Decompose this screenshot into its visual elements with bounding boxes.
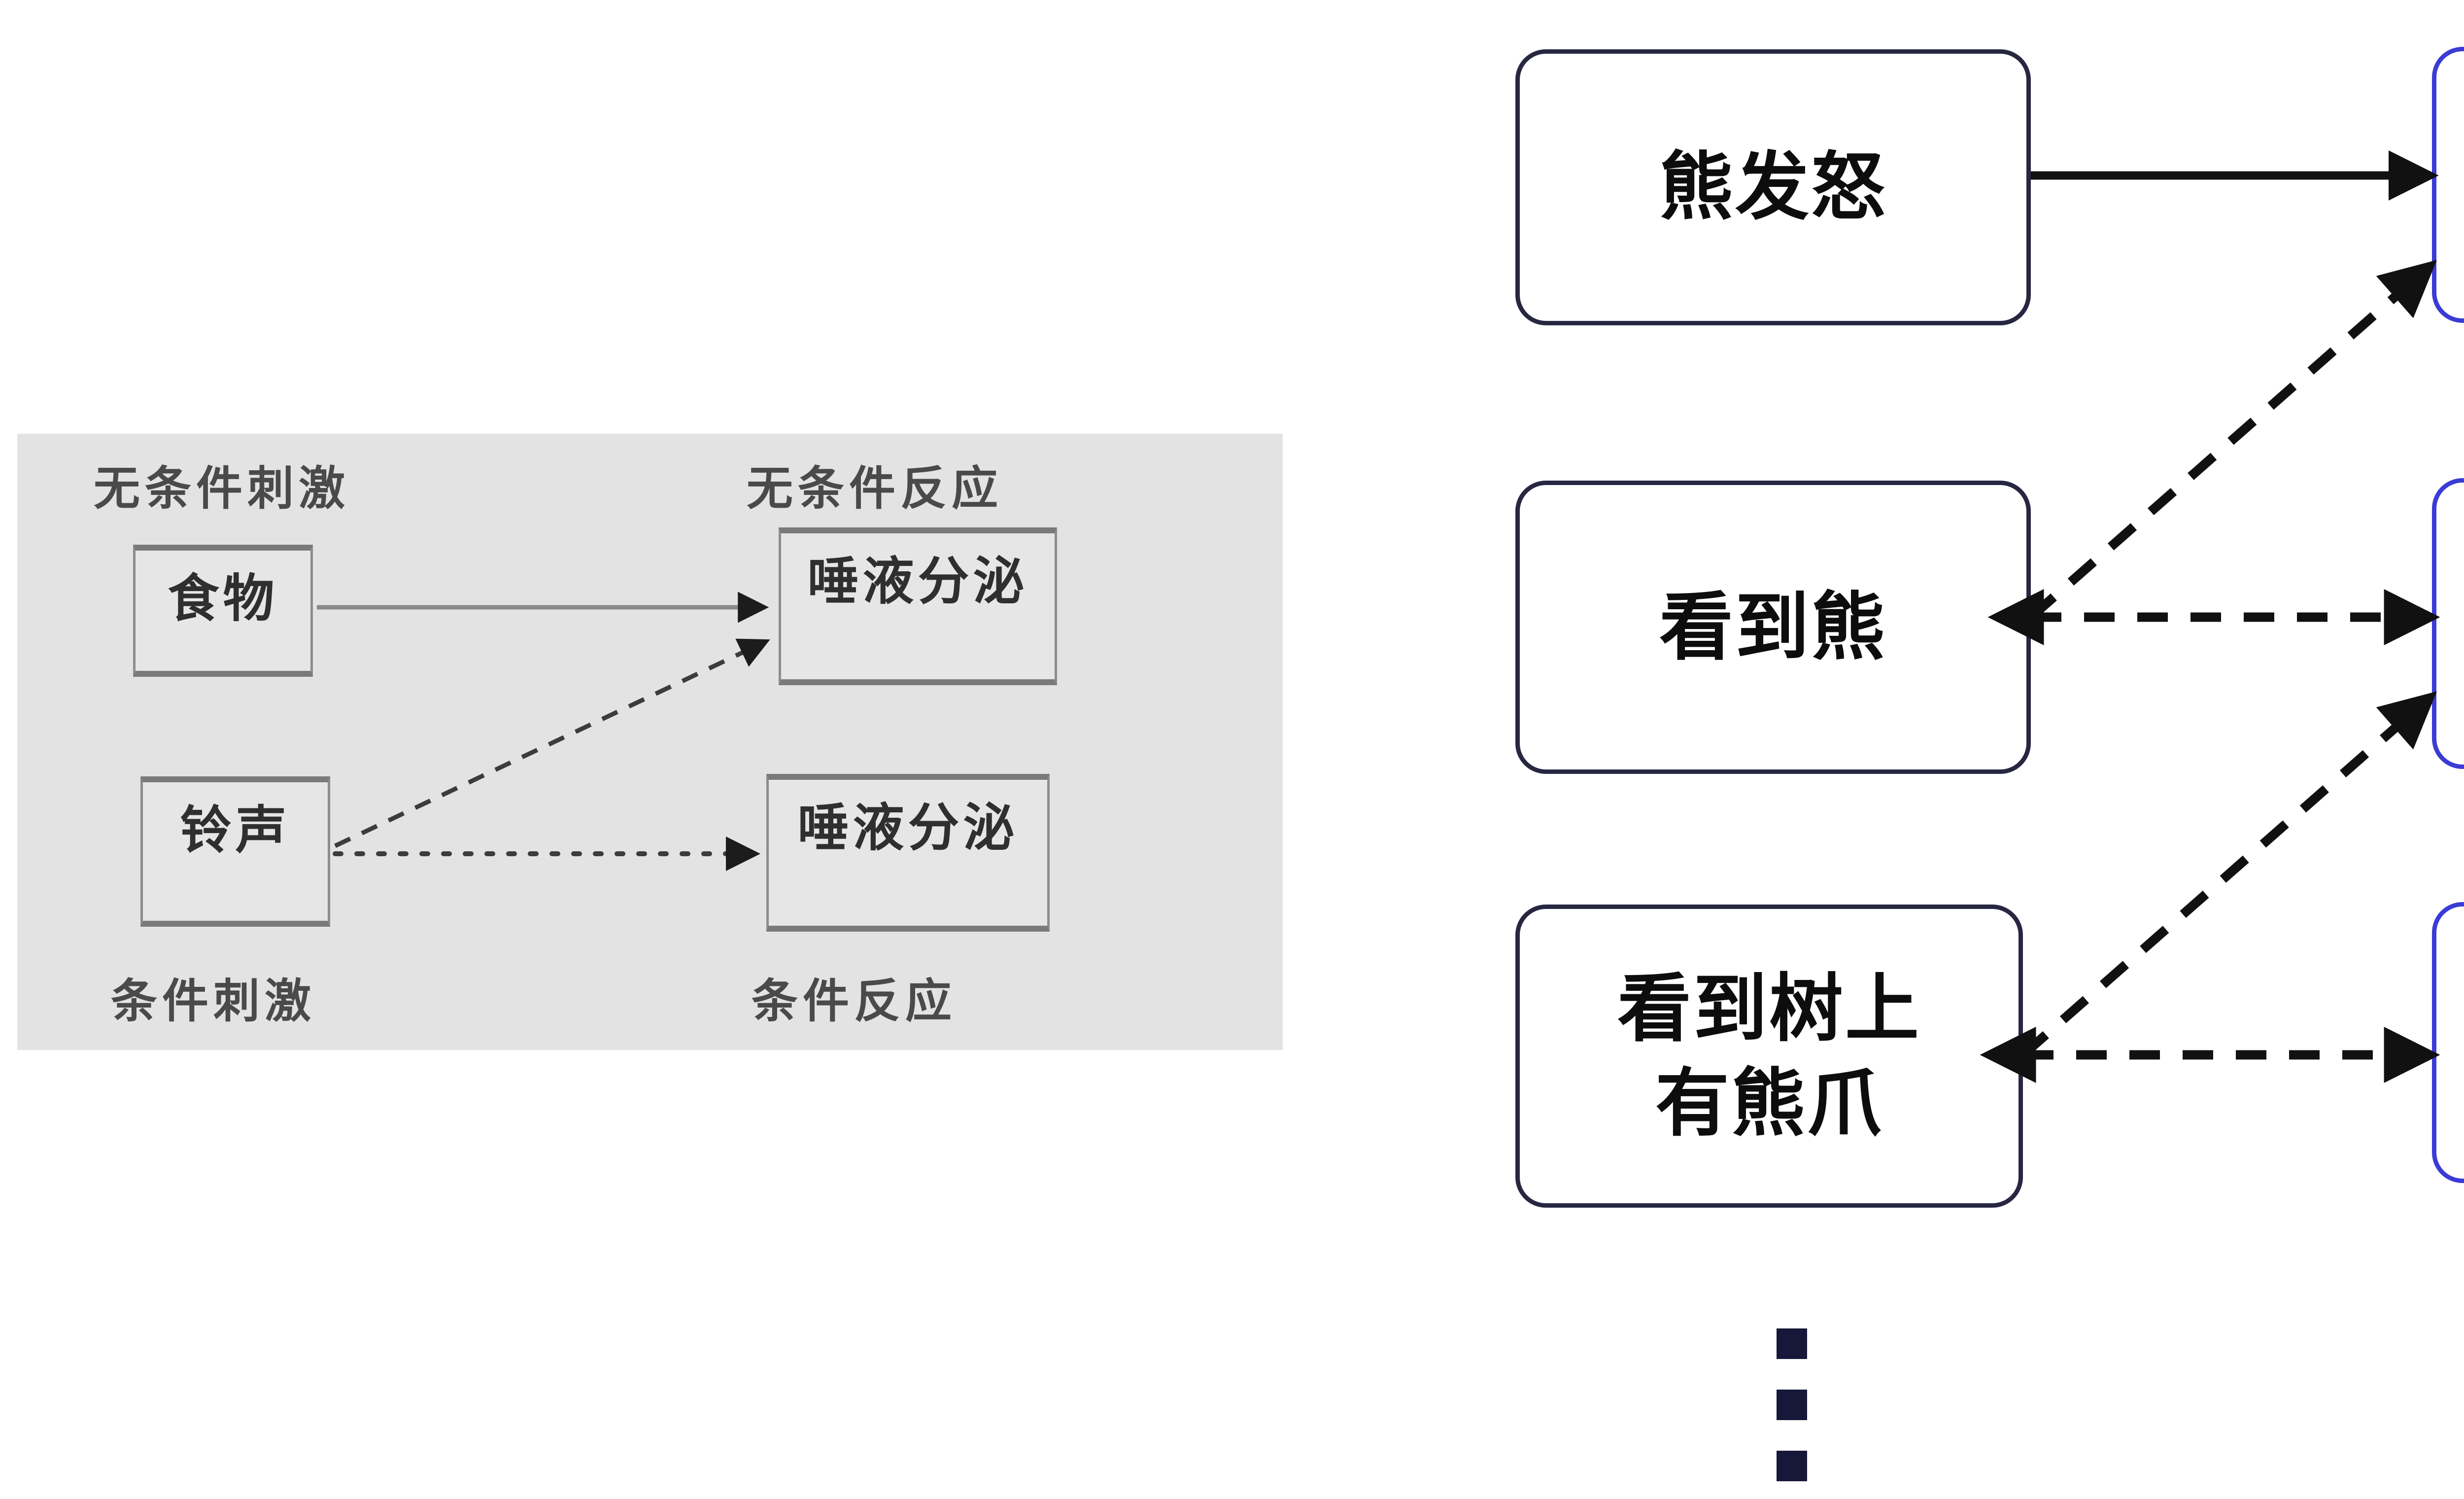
ellipsis-dot xyxy=(1777,1328,1807,1359)
cc-box-salivation-bottom: 唾液分泌 xyxy=(766,774,1050,932)
edge-see-bear-claw-to-value-s-prime xyxy=(2019,691,2437,1059)
rl-node-bear-angry[interactable]: 熊发怒 xyxy=(1515,49,2031,325)
label-unconditioned-stimulus: 无条件刺激 xyxy=(94,462,350,516)
classical-panel-arrows xyxy=(317,592,770,871)
rl-node-reward[interactable]: 奖励 xyxy=(2432,47,2464,323)
cc-arrow-bell-to-salivation-top xyxy=(334,638,770,848)
rl-node-see-bear-claw[interactable]: 看到树上 有熊爪 xyxy=(1515,905,2023,1208)
cc-box-food: 食物 xyxy=(133,545,313,677)
rl-node-see-bear-claw-label: 看到树上 有熊爪 xyxy=(1617,962,1921,1151)
ellipsis-dot xyxy=(1777,1451,1807,1481)
rl-node-value-s-prime[interactable]: V(s′) xyxy=(2432,478,2464,769)
cc-box-salivation-top: 唾液分泌 xyxy=(779,527,1057,685)
classical-conditioning-panel: 无条件刺激 无条件反应 条件刺激 条件反应 食物 铃声 唾液分泌 唾液分泌 xyxy=(17,434,1283,1050)
cc-box-salivation-top-label: 唾液分泌 xyxy=(807,551,1028,611)
rl-node-see-bear-claw-line1: 看到树上 xyxy=(1617,966,1921,1052)
cc-box-food-label: 食物 xyxy=(168,568,278,628)
edge-see-bear-to-reward xyxy=(2027,260,2437,621)
label-conditioned-response: 条件反应 xyxy=(752,975,957,1028)
rl-node-see-bear-claw-line2: 有熊爪 xyxy=(1655,1060,1883,1147)
rl-node-see-bear-label: 看到熊 xyxy=(1659,584,1887,670)
cc-box-bell: 铃声 xyxy=(140,776,330,927)
rl-node-bear-angry-label: 熊发怒 xyxy=(1659,144,1887,230)
label-unconditioned-response: 无条件反应 xyxy=(747,462,1003,516)
rl-node-value-s[interactable]: V(s) xyxy=(2432,902,2464,1183)
cc-box-salivation-bottom-label: 唾液分泌 xyxy=(797,798,1019,858)
label-conditioned-stimulus: 条件刺激 xyxy=(111,975,316,1028)
ellipsis-dot xyxy=(1777,1390,1807,1420)
left-column-ellipsis xyxy=(1777,1328,1807,1481)
cc-box-bell-label: 铃声 xyxy=(180,800,291,860)
rl-node-see-bear[interactable]: 看到熊 xyxy=(1515,481,2031,774)
